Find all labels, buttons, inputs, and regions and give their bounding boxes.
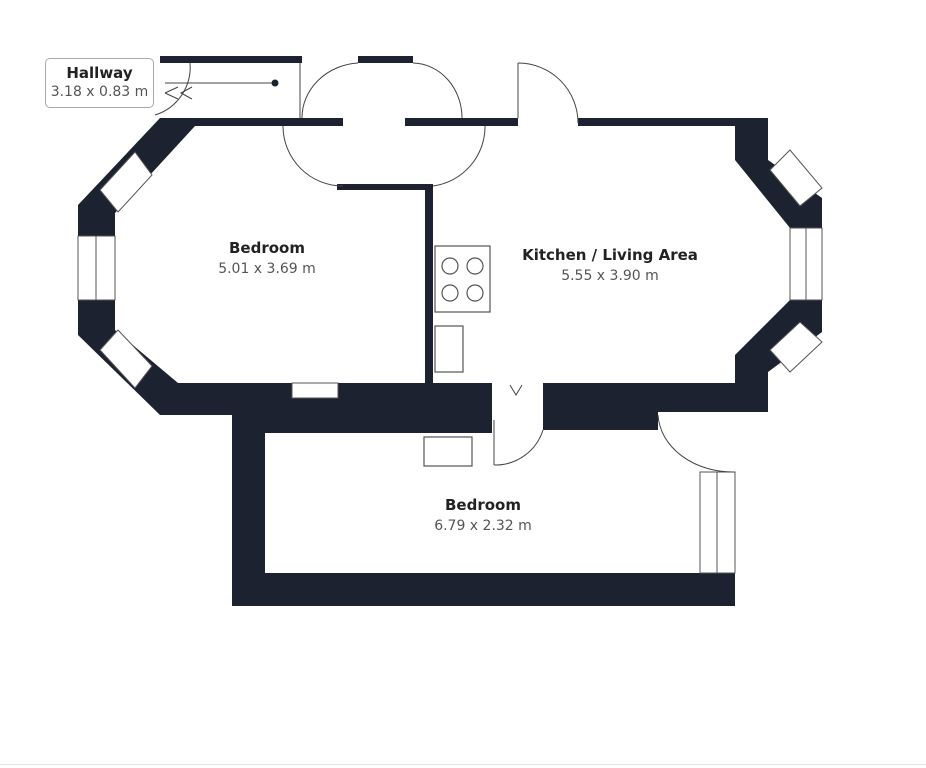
arrow-icon bbox=[509, 384, 523, 396]
entrance-arrow-icon bbox=[164, 86, 193, 100]
window bbox=[769, 321, 823, 373]
room-dimensions: 6.79 x 2.32 m bbox=[434, 518, 532, 534]
room-name: Bedroom bbox=[445, 496, 521, 514]
room-name: Kitchen / Living Area bbox=[522, 246, 698, 264]
hob-ring bbox=[441, 257, 459, 275]
door-swing bbox=[301, 62, 359, 119]
wall-corner bbox=[700, 573, 735, 606]
kitchen-walls bbox=[543, 118, 822, 430]
wall-segment bbox=[358, 56, 413, 63]
door-swing bbox=[657, 414, 736, 473]
bathroom-sink bbox=[423, 436, 473, 467]
room-label-bedroom-1: Bedroom 5.01 x 3.69 m bbox=[218, 239, 316, 277]
room-label-hallway: Hallway 3.18 x 0.83 m bbox=[45, 58, 154, 108]
room-label-bedroom-2: Bedroom 6.79 x 2.32 m bbox=[434, 496, 532, 534]
hallway-top-wall bbox=[160, 56, 302, 63]
doors bbox=[154, 62, 736, 473]
dot bbox=[271, 79, 279, 87]
room-label-kitchen: Kitchen / Living Area 5.55 x 3.90 m bbox=[522, 246, 698, 284]
door-swing bbox=[493, 429, 544, 466]
room-name: Bedroom bbox=[229, 239, 305, 257]
window bbox=[291, 382, 339, 399]
kitchen-sink bbox=[434, 325, 464, 373]
door-swing bbox=[432, 125, 486, 187]
door-swing bbox=[154, 62, 191, 116]
windows bbox=[77, 149, 823, 574]
hob-ring bbox=[441, 284, 459, 302]
hob-ring bbox=[466, 257, 484, 275]
wall-segment bbox=[405, 118, 518, 126]
door-swing bbox=[282, 125, 344, 187]
walls bbox=[78, 56, 822, 606]
left-bedroom-walls bbox=[78, 118, 700, 606]
hob-ring bbox=[466, 284, 484, 302]
window bbox=[769, 149, 823, 207]
room-dimensions: 5.55 x 3.90 m bbox=[561, 268, 659, 284]
hob bbox=[434, 245, 491, 313]
room-dimensions: 5.01 x 3.69 m bbox=[218, 261, 316, 277]
divider bbox=[0, 764, 926, 765]
door-swing bbox=[517, 62, 579, 124]
room-name: Hallway bbox=[66, 64, 133, 82]
fixtures bbox=[423, 245, 491, 467]
window bbox=[99, 329, 153, 389]
room-dimensions: 3.18 x 0.83 m bbox=[50, 84, 149, 100]
window bbox=[99, 151, 153, 213]
door-swing bbox=[412, 62, 463, 119]
